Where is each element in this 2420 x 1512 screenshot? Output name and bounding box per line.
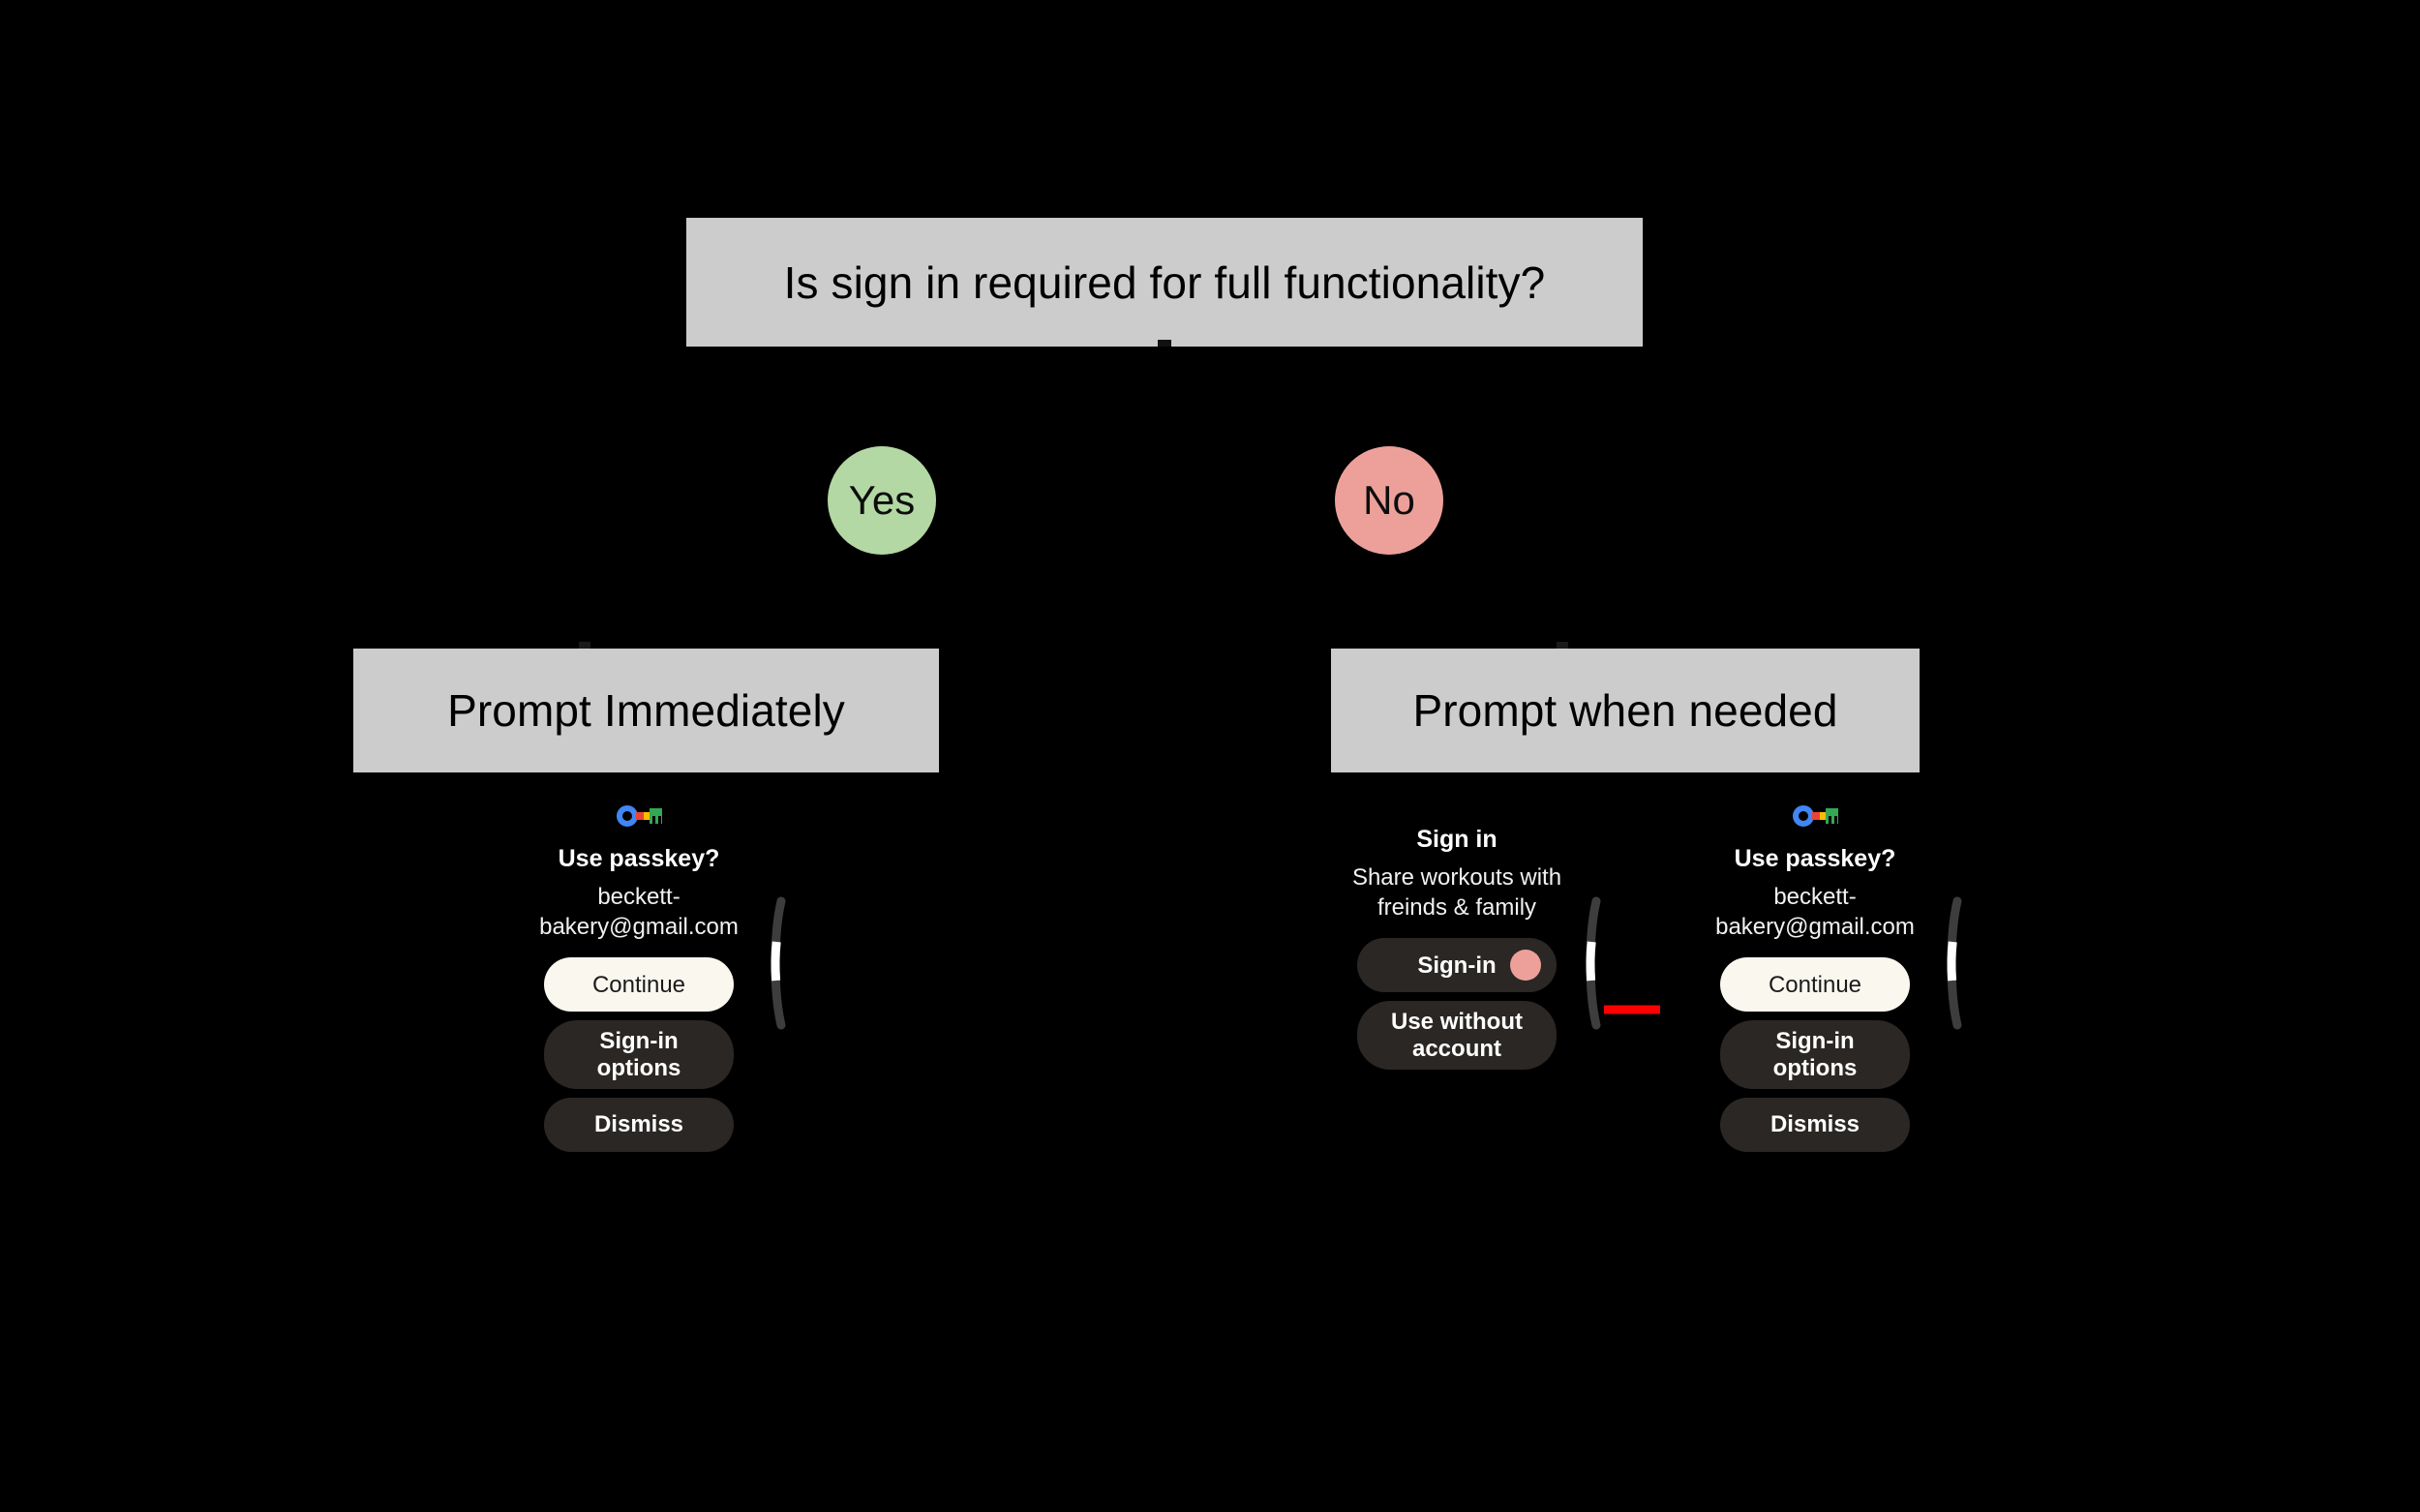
passkey-shaft-yellow-icon <box>644 812 651 820</box>
device-card-right-passkey: Use passkey? beckett-bakery@gmail.com Co… <box>1660 803 1970 1316</box>
card-title: Sign in <box>1416 826 1497 853</box>
sign-in-button[interactable]: Sign-in <box>1357 938 1557 993</box>
connector-nub-left <box>579 642 590 650</box>
branch-label-no: No <box>1363 477 1415 523</box>
passkey-ring-icon <box>617 805 638 827</box>
outcome-box-prompt-when-needed: Prompt when needed <box>1331 649 1920 772</box>
branch-bubble-yes: Yes <box>828 446 936 555</box>
watch-bezel-crown-left <box>768 895 793 1031</box>
continue-button[interactable]: Continue <box>1720 957 1910 1013</box>
connector-nub-right <box>1557 642 1568 650</box>
passkey-shaft-red-icon <box>1812 812 1821 820</box>
passkey-notch-icon <box>1834 816 1837 824</box>
passkey-shaft-yellow-icon <box>1820 812 1828 820</box>
sign-in-button-label: Sign-in <box>1417 952 1497 979</box>
connector-nub-question <box>1158 340 1171 347</box>
device-card-left-passkey: Use passkey? beckett-bakery@gmail.com Co… <box>484 803 794 1316</box>
passkey-notch-icon <box>658 816 661 824</box>
card-subtitle-value-prop: Share workouts with freinds & family <box>1351 864 1562 921</box>
outcome-label-right: Prompt when needed <box>1412 685 1838 736</box>
card-subtitle-email: beckett-bakery@gmail.com <box>1715 884 1915 940</box>
question-box: Is sign in required for full functionali… <box>686 218 1643 347</box>
passkey-ring-icon <box>1793 805 1814 827</box>
question-box-label: Is sign in required for full functionali… <box>783 257 1546 308</box>
outcome-box-prompt-immediately: Prompt Immediately <box>353 649 939 772</box>
passkey-shaft-red-icon <box>636 812 645 820</box>
passkey-icon <box>1793 803 1838 829</box>
watch-bezel-crown-right <box>1944 895 1969 1031</box>
dismiss-button[interactable]: Dismiss <box>544 1098 734 1153</box>
outcome-label-left: Prompt Immediately <box>447 685 845 736</box>
card-title: Use passkey? <box>1734 845 1896 872</box>
passkey-notch-icon <box>652 816 655 824</box>
passkey-icon <box>617 803 662 829</box>
watch-bezel-crown-middle <box>1583 895 1608 1031</box>
sign-in-options-button[interactable]: Sign-in options <box>544 1020 734 1090</box>
branch-label-yes: Yes <box>848 477 916 523</box>
use-without-account-button[interactable]: Use without account <box>1357 1001 1557 1071</box>
card-subtitle-email: beckett-bakery@gmail.com <box>539 884 739 940</box>
device-card-middle-signin: Sign in Share workouts with freinds & fa… <box>1307 803 1607 1316</box>
continue-button[interactable]: Continue <box>544 957 734 1013</box>
sign-in-avatar-dot <box>1510 950 1541 982</box>
dismiss-button[interactable]: Dismiss <box>1720 1098 1910 1153</box>
sign-in-options-button[interactable]: Sign-in options <box>1720 1020 1910 1090</box>
card-title: Use passkey? <box>558 845 720 872</box>
branch-bubble-no: No <box>1335 446 1443 555</box>
passkey-notch-icon <box>1829 816 1831 824</box>
